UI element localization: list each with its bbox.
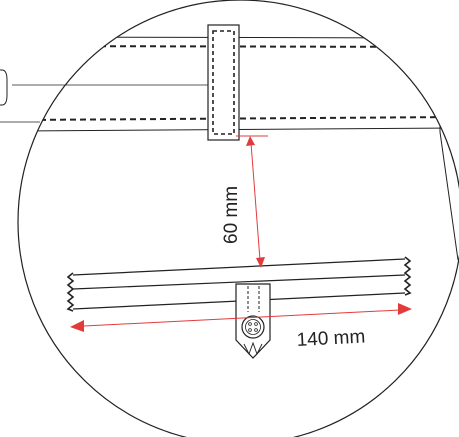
callout-lines [0,69,208,123]
zigzag-edge-icon [66,272,75,312]
arrowhead [70,320,84,332]
vertical-dimension-label: 60 mm [221,186,242,244]
vertical-dimension [236,135,268,268]
arrowhead [398,303,412,315]
stitched-loop-icon [207,24,240,141]
horizontal-dimension-label: 140 mm [296,326,366,351]
detail-circle [17,0,459,437]
arrowhead [246,136,255,146]
horizontal-dimension [70,303,412,332]
button-tab [235,283,271,359]
arrowhead [256,257,265,268]
button-icon [241,315,265,339]
zigzag-edge-icon [403,256,412,296]
